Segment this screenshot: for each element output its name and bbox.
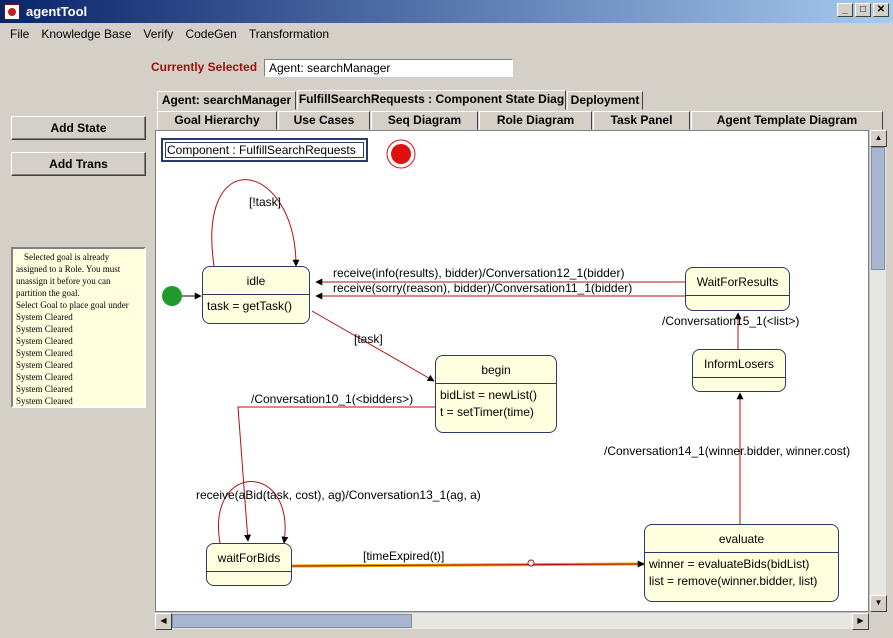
horizontal-scrollbar[interactable]: ◀ ▶ bbox=[155, 612, 869, 630]
log-line: System Cleared bbox=[16, 372, 73, 382]
state-evaluate[interactable]: evaluate winner = evaluateBids(bidList) … bbox=[644, 524, 839, 602]
transition-label[interactable]: /Conversation15_1(<list>) bbox=[662, 314, 800, 328]
transition-begin-wait bbox=[237, 406, 435, 542]
tab-agent-template-diagram[interactable]: Agent Template Diagram bbox=[691, 111, 883, 130]
scroll-right-icon[interactable]: ▶ bbox=[852, 613, 869, 630]
app-icon bbox=[4, 3, 20, 20]
transition-label[interactable]: /Conversation14_1(winner.bidder, winner.… bbox=[604, 444, 851, 458]
log-message-line: assigned to a Role. You must bbox=[16, 264, 121, 274]
horizontal-scroll-thumb[interactable] bbox=[172, 614, 412, 628]
scroll-down-icon[interactable]: ▼ bbox=[870, 595, 887, 612]
menu-file[interactable]: File bbox=[10, 27, 30, 41]
maximize-icon[interactable]: □ bbox=[855, 3, 871, 17]
message-log: Selected goal is already assigned to a R… bbox=[11, 247, 146, 408]
state-activity: t = setTimer(time) bbox=[440, 405, 534, 419]
transition-label[interactable]: [task] bbox=[354, 332, 383, 346]
state-activity: bidList = newList() bbox=[440, 388, 538, 402]
start-node bbox=[162, 286, 182, 306]
currently-selected-field[interactable]: Agent: searchManager bbox=[264, 59, 513, 77]
minimize-icon[interactable]: _ bbox=[837, 3, 853, 17]
transition-idle-self bbox=[211, 179, 300, 267]
currently-selected-label: Currently Selected bbox=[151, 60, 258, 74]
transition-label[interactable]: receive(aBid(task, cost), ag)/Conversati… bbox=[196, 488, 481, 502]
state-activity: winner = evaluateBids(bidList) bbox=[649, 557, 810, 571]
state-name: WaitForResults bbox=[686, 268, 789, 296]
log-line: System Cleared bbox=[16, 384, 73, 394]
log-line: System Cleared bbox=[16, 360, 73, 370]
transition-label[interactable]: receive(sorry(reason), bidder)/Conversat… bbox=[333, 281, 633, 295]
end-node bbox=[391, 144, 411, 164]
state-begin[interactable]: begin bidList = newList() t = setTimer(t… bbox=[435, 355, 557, 433]
state-informlosers[interactable]: InformLosers bbox=[692, 349, 786, 392]
menu-bar: File Knowledge Base Verify CodeGen Trans… bbox=[0, 24, 335, 44]
menu-verify[interactable]: Verify bbox=[143, 27, 174, 41]
log-line: Select Goal to place goal under bbox=[16, 300, 129, 310]
tab-goal-hierarchy[interactable]: Goal Hierarchy bbox=[157, 111, 277, 130]
log-line: System Cleared bbox=[16, 324, 73, 334]
transition-label[interactable]: /Conversation10_1(<bidders>) bbox=[251, 392, 414, 406]
state-name: waitForBids bbox=[207, 544, 291, 572]
component-label[interactable]: Component : FulfillSearchRequests bbox=[161, 138, 368, 162]
log-line: System Cleared bbox=[16, 348, 73, 358]
transition-label[interactable]: [timeExpired(t)] bbox=[363, 549, 445, 563]
log-line: System Cleared bbox=[16, 396, 73, 406]
transition-edges bbox=[162, 139, 744, 568]
menu-transformation[interactable]: Transformation bbox=[248, 27, 330, 41]
state-activity: task = getTask() bbox=[207, 299, 293, 313]
state-name: InformLosers bbox=[693, 350, 785, 378]
menu-knowledge-base[interactable]: Knowledge Base bbox=[41, 27, 132, 41]
tab-seq-diagram[interactable]: Seq Diagram bbox=[371, 111, 478, 130]
transition-midpoint-handle bbox=[527, 559, 535, 567]
transition-wait-self bbox=[218, 481, 289, 544]
tab-task-panel[interactable]: Task Panel bbox=[593, 111, 690, 130]
log-line: System Cleared bbox=[16, 336, 73, 346]
state-name: evaluate bbox=[645, 525, 838, 553]
transition-label[interactable]: receive(info(results), bidder)/Conversat… bbox=[333, 266, 625, 280]
tab-use-cases[interactable]: Use Cases bbox=[278, 111, 370, 130]
log-message-line: unassign it before you can bbox=[16, 276, 111, 286]
log-message-line: Selected goal is already bbox=[24, 252, 110, 262]
scroll-up-icon[interactable]: ▲ bbox=[870, 130, 887, 147]
log-line: System Cleared bbox=[16, 312, 73, 322]
tab-component-state-diagram[interactable]: FulfillSearchRequests : Component State … bbox=[297, 90, 566, 110]
vertical-scroll-thumb[interactable] bbox=[871, 147, 885, 270]
add-trans-button[interactable]: Add Trans bbox=[11, 152, 146, 176]
scroll-left-icon[interactable]: ◀ bbox=[155, 613, 172, 630]
transition-idle-begin bbox=[311, 310, 435, 382]
state-idle[interactable]: idle task = getTask() bbox=[202, 266, 310, 324]
state-name: begin bbox=[436, 356, 556, 384]
tab-deployment[interactable]: Deployment bbox=[567, 91, 643, 110]
title-bar: agentTool _ □ ✕ bbox=[0, 0, 893, 23]
log-message-line: partition the goal. bbox=[16, 288, 80, 298]
window-title: agentTool bbox=[26, 4, 88, 19]
tab-role-diagram[interactable]: Role Diagram bbox=[479, 111, 592, 130]
vertical-scrollbar[interactable]: ▲ ▼ bbox=[869, 130, 887, 612]
state-activity: list = remove(winner.bidder, list) bbox=[649, 574, 818, 588]
diagram-canvas[interactable]: Component : FulfillSearchRequests idle t… bbox=[155, 130, 869, 612]
close-icon[interactable]: ✕ bbox=[873, 3, 889, 17]
state-name: idle bbox=[203, 267, 309, 295]
state-waitforresults[interactable]: WaitForResults bbox=[685, 267, 790, 311]
menu-codegen[interactable]: CodeGen bbox=[185, 27, 237, 41]
transition-label[interactable]: [!task] bbox=[249, 195, 282, 209]
window-controls: _ □ ✕ bbox=[837, 3, 889, 17]
state-waitforbids[interactable]: waitForBids bbox=[206, 543, 292, 586]
add-state-button[interactable]: Add State bbox=[11, 116, 146, 140]
tab-agent-searchmanager[interactable]: Agent: searchManager bbox=[157, 91, 296, 110]
